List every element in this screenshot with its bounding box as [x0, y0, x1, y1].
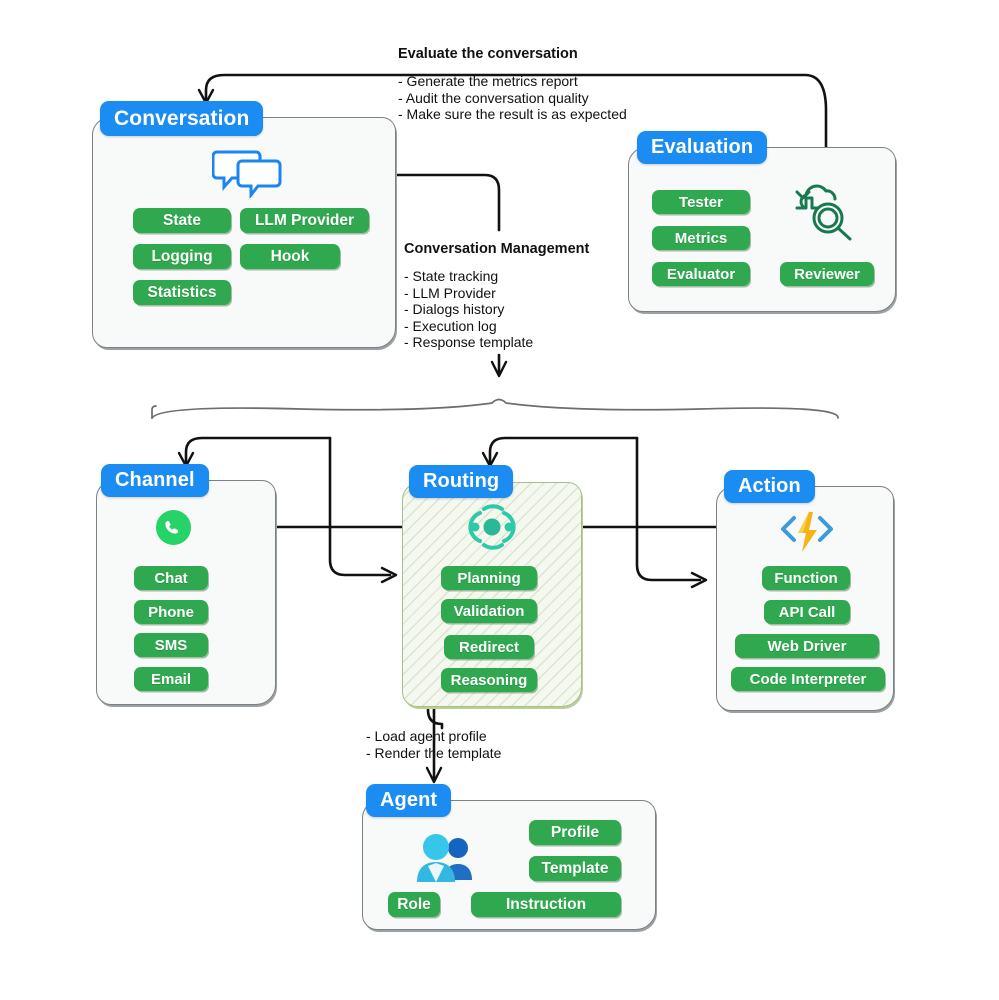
note-line: - LLM Provider: [404, 284, 496, 301]
pill-llm-provider[interactable]: LLM Provider: [240, 208, 369, 233]
panel-header-action[interactable]: Action: [724, 470, 815, 503]
pill-label: Code Interpreter: [749, 670, 867, 688]
pill-label: Web Driver: [767, 637, 847, 655]
pill-label: Tester: [679, 193, 723, 211]
pill-hook[interactable]: Hook: [240, 244, 340, 269]
pill-chat[interactable]: Chat: [134, 566, 208, 590]
panel-header-channel[interactable]: Channel: [101, 464, 209, 497]
pill-redirect[interactable]: Redirect: [444, 635, 534, 659]
panel-header-routing[interactable]: Routing: [409, 465, 514, 498]
users-icon: [414, 830, 476, 886]
pill-label: Reasoning: [450, 671, 528, 689]
pill-planning[interactable]: Planning: [441, 566, 537, 590]
pill-label: SMS: [154, 636, 188, 654]
pill-email[interactable]: Email: [134, 667, 208, 691]
routing-node-icon: [458, 503, 526, 551]
pill-label: Metrics: [674, 229, 728, 247]
note-line: - Response template: [404, 334, 534, 351]
note-line: - Generate the metrics report: [398, 73, 578, 89]
panel-header-agent[interactable]: Agent: [366, 784, 452, 817]
pill-phone[interactable]: Phone: [134, 600, 208, 624]
pill-label: Template: [541, 859, 609, 877]
pill-tester[interactable]: Tester: [652, 190, 750, 214]
pill-label: Evaluator: [666, 265, 736, 283]
pill-web-driver[interactable]: Web Driver: [735, 634, 879, 658]
pill-label: State: [163, 211, 201, 229]
pill-state[interactable]: State: [133, 208, 231, 233]
whatsapp-icon: [155, 509, 192, 546]
pill-api-call[interactable]: API Call: [764, 600, 850, 624]
pill-label: API Call: [778, 603, 836, 621]
pill-code-interpreter[interactable]: Code Interpreter: [731, 667, 885, 691]
note-line: - Make sure the result is as expected: [398, 106, 627, 123]
pill-label: Profile: [550, 823, 600, 841]
pill-function[interactable]: Function: [762, 566, 850, 590]
panel-header-label: Evaluation: [651, 136, 754, 158]
pill-label: Chat: [154, 569, 188, 587]
note-agent: - Load agent profile - Render the templa…: [366, 728, 501, 762]
pill-evaluator[interactable]: Evaluator: [652, 262, 750, 286]
pill-label: LLM Provider: [254, 211, 355, 229]
panel-header-evaluation[interactable]: Evaluation: [637, 131, 768, 164]
pill-statistics[interactable]: Statistics: [133, 280, 231, 305]
chat-bubbles-icon: [211, 148, 282, 200]
pill-metrics[interactable]: Metrics: [652, 226, 750, 250]
pill-label: Instruction: [505, 895, 587, 913]
pill-label: Hook: [270, 247, 310, 265]
pill-label: Reviewer: [794, 265, 860, 283]
pill-label: Logging: [151, 247, 213, 265]
note-line: - Audit the conversation quality: [398, 89, 589, 106]
pill-profile[interactable]: Profile: [529, 820, 621, 845]
lightning-code-icon: [778, 509, 836, 555]
note-line: - Execution log: [404, 317, 497, 334]
pill-label: Function: [774, 569, 838, 587]
panel-header-label: Routing: [423, 470, 500, 492]
note-line: - Render the template: [366, 745, 502, 761]
panel-header-label: Channel: [115, 469, 195, 491]
note-title: Evaluate the conversation: [398, 46, 578, 62]
pill-logging[interactable]: Logging: [133, 244, 231, 269]
pill-label: Statistics: [147, 283, 217, 301]
pill-template[interactable]: Template: [529, 856, 621, 881]
panel-header-label: Agent: [380, 789, 438, 811]
cloud-magnifier-icon: [792, 180, 858, 242]
panel-header-label: Conversation: [114, 106, 250, 130]
note-evaluate-the-conversation: Evaluate the conversation - Generate the…: [398, 46, 627, 123]
pill-role[interactable]: Role: [388, 892, 440, 917]
pill-label: Role: [397, 895, 431, 913]
note-line: - Dialogs history: [404, 301, 505, 318]
note-title: Conversation Management: [404, 241, 590, 257]
note-conversation-management: Conversation Management - State tracking…: [404, 241, 589, 351]
pill-label: Validation: [453, 602, 525, 620]
pill-label: Redirect: [458, 638, 520, 656]
pill-reviewer[interactable]: Reviewer: [780, 262, 874, 286]
pill-sms[interactable]: SMS: [134, 633, 208, 657]
panel-header-label: Action: [738, 475, 801, 497]
pill-label: Phone: [148, 603, 194, 621]
pill-label: Email: [150, 670, 192, 688]
panel-header-conversation[interactable]: Conversation: [100, 101, 264, 136]
pill-instruction[interactable]: Instruction: [471, 892, 621, 917]
note-line: - Load agent profile: [366, 728, 487, 744]
pill-validation[interactable]: Validation: [441, 599, 537, 623]
note-line: - State tracking: [404, 268, 499, 284]
pill-reasoning[interactable]: Reasoning: [441, 668, 537, 692]
pill-label: Planning: [457, 569, 521, 587]
